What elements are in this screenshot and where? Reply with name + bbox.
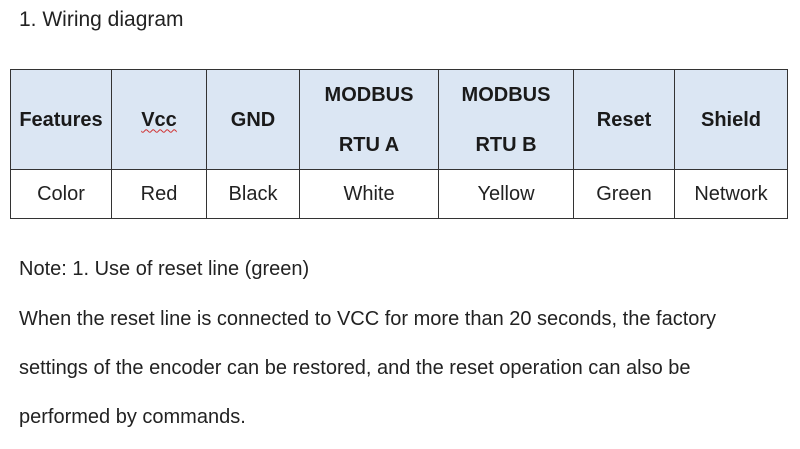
cell-shield-value: Network — [674, 169, 788, 219]
header-gnd-label: GND — [230, 108, 276, 131]
note-title: Note: 1. Use of reset line (green) — [19, 258, 310, 280]
header-modbus-a-line1: MODBUS — [324, 83, 414, 106]
cell-vcc-value: Red — [111, 169, 207, 219]
table-header-row: Features Vcc GND MODBUS RTU A MODBUS RTU… — [10, 69, 788, 170]
header-modbus-a-line2: RTU A — [338, 133, 400, 156]
table-row: Color Red Black White Yellow Green Netwo… — [10, 169, 788, 219]
header-features-label: Features — [19, 108, 103, 131]
header-cell-reset: Reset — [573, 69, 675, 170]
cell-modbus-a-value: White — [299, 169, 439, 219]
header-shield-label: Shield — [700, 108, 761, 131]
cell-features-value: Color — [10, 169, 112, 219]
header-cell-modbus-rtu-b: MODBUS RTU B — [438, 69, 574, 170]
cell-reset-value: Green — [573, 169, 675, 219]
header-cell-vcc: Vcc — [111, 69, 207, 170]
wiring-table: Features Vcc GND MODBUS RTU A MODBUS RTU… — [10, 69, 788, 219]
section-title: 1. Wiring diagram — [19, 8, 184, 31]
note-line-2: settings of the encoder can be restored,… — [19, 357, 691, 379]
header-cell-features: Features — [10, 69, 112, 170]
header-modbus-b-line1: MODBUS — [461, 83, 551, 106]
cell-gnd-value: Black — [206, 169, 300, 219]
note-line-3: performed by commands. — [19, 406, 246, 428]
header-reset-label: Reset — [596, 108, 652, 131]
header-cell-shield: Shield — [674, 69, 788, 170]
header-cell-modbus-rtu-a: MODBUS RTU A — [299, 69, 439, 170]
note-line-1: When the reset line is connected to VCC … — [19, 308, 717, 330]
header-modbus-b-line2: RTU B — [475, 133, 537, 156]
header-vcc-label: Vcc — [141, 108, 177, 131]
cell-modbus-b-value: Yellow — [438, 169, 574, 219]
header-cell-gnd: GND — [206, 69, 300, 170]
